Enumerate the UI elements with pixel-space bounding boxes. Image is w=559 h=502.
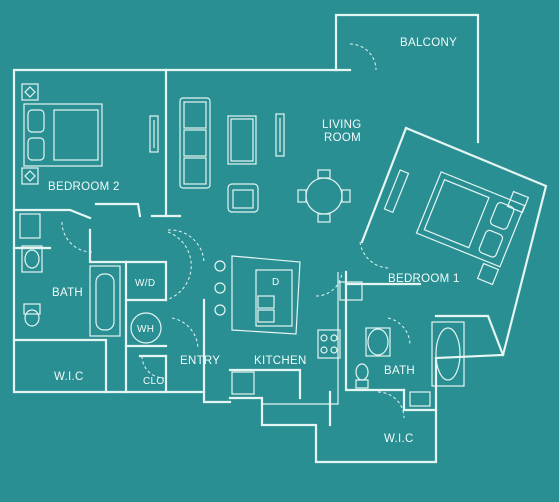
interior-walls xyxy=(12,68,505,427)
bed-bedroom-2 xyxy=(21,83,103,185)
bedroom-2-label: BEDROOM 2 xyxy=(48,181,120,193)
exterior-walls xyxy=(12,13,548,464)
wic-left-label: W.I.C xyxy=(54,371,84,383)
bedroom-1-label: BEDROOM 1 xyxy=(388,273,460,285)
bed-bedroom-1 xyxy=(383,169,530,286)
water-heater-label: WH xyxy=(137,324,154,335)
door-swings xyxy=(61,43,411,419)
kitchen-island xyxy=(214,255,301,335)
living-room-furniture xyxy=(179,97,351,223)
living-room-label: LIVING xyxy=(322,119,362,131)
bath-right-label: BATH xyxy=(384,365,415,377)
bath-left-fixtures xyxy=(19,213,121,337)
kitchen-label: KITCHEN xyxy=(254,355,307,367)
wic-right-label: W.I.C xyxy=(384,433,414,445)
bath-right-fixtures xyxy=(355,321,465,407)
kitchen-counter xyxy=(231,272,363,405)
entry-label: ENTRY xyxy=(180,355,220,367)
water-heater xyxy=(130,312,162,344)
dresser-bedroom-2 xyxy=(149,115,159,153)
dishwasher-label: D xyxy=(272,277,280,288)
balcony-label: BALCONY xyxy=(400,37,457,49)
closet-label: CLO. xyxy=(143,376,168,387)
washer-dryer-label: W/D xyxy=(135,278,155,289)
living-room-label-line2: ROOM xyxy=(324,132,361,144)
bath-left-label: BATH xyxy=(52,287,83,299)
room-labels: BALCONY LIVING ROOM BEDROOM 2 BEDROOM 1 … xyxy=(48,37,460,445)
